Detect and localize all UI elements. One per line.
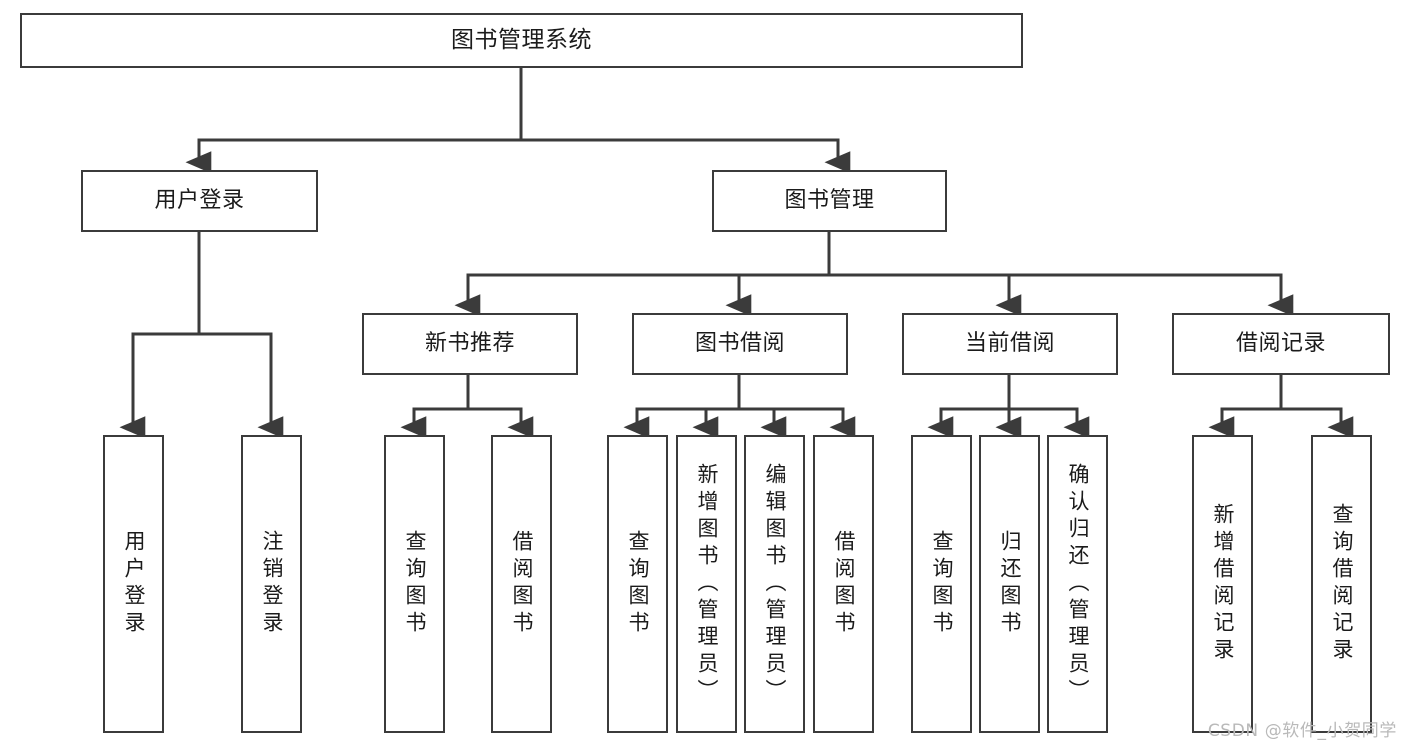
leaf-confirm-return[interactable]: 确认归还（管理员） [1047, 435, 1108, 733]
node-label: 新增借阅记录 [1211, 503, 1235, 665]
node-label: 查询图书 [403, 530, 427, 638]
leaf-query-book-2[interactable]: 查询图书 [607, 435, 668, 733]
node-label: 当前借阅 [964, 331, 1055, 357]
node-label: 用户登录 [154, 188, 245, 214]
node-label: 确认归还（管理员） [1066, 462, 1090, 706]
node-label: 借阅记录 [1235, 331, 1326, 357]
node-label: 借阅图书 [510, 530, 534, 638]
leaf-borrow-book-1[interactable]: 借阅图书 [491, 435, 552, 733]
leaf-user-login[interactable]: 用户登录 [103, 435, 164, 733]
node-root-system[interactable]: 图书管理系统 [20, 13, 1023, 68]
node-label: 图书管理 [784, 188, 875, 214]
node-label: 注销登录 [260, 530, 284, 638]
leaf-query-record[interactable]: 查询借阅记录 [1311, 435, 1372, 733]
node-label: 新书推荐 [424, 331, 515, 357]
node-label: 图书借阅 [694, 331, 785, 357]
node-book-borrow[interactable]: 图书借阅 [632, 313, 848, 375]
leaf-add-book[interactable]: 新增图书（管理员） [676, 435, 737, 733]
node-label: 查询图书 [626, 530, 650, 638]
node-book-management[interactable]: 图书管理 [712, 170, 947, 232]
leaf-return-book[interactable]: 归还图书 [979, 435, 1040, 733]
node-label: 查询借阅记录 [1330, 503, 1354, 665]
leaf-add-record[interactable]: 新增借阅记录 [1192, 435, 1253, 733]
node-label: 用户登录 [122, 530, 146, 638]
node-label: 编辑图书（管理员） [763, 462, 787, 706]
node-user-login[interactable]: 用户登录 [81, 170, 318, 232]
node-label: 新增图书（管理员） [695, 462, 719, 706]
node-label: 归还图书 [998, 530, 1022, 638]
leaf-logout-login[interactable]: 注销登录 [241, 435, 302, 733]
node-label: 图书管理系统 [451, 26, 592, 53]
leaf-borrow-book-2[interactable]: 借阅图书 [813, 435, 874, 733]
node-current-borrow[interactable]: 当前借阅 [902, 313, 1118, 375]
leaf-query-book-1[interactable]: 查询图书 [384, 435, 445, 733]
node-borrow-record[interactable]: 借阅记录 [1172, 313, 1390, 375]
leaf-edit-book[interactable]: 编辑图书（管理员） [744, 435, 805, 733]
leaf-query-book-3[interactable]: 查询图书 [911, 435, 972, 733]
node-new-book-recommend[interactable]: 新书推荐 [362, 313, 578, 375]
node-label: 查询图书 [930, 530, 954, 638]
csdn-watermark: CSDN @软件_小贺同学 [1207, 721, 1397, 741]
node-label: 借阅图书 [832, 530, 856, 638]
